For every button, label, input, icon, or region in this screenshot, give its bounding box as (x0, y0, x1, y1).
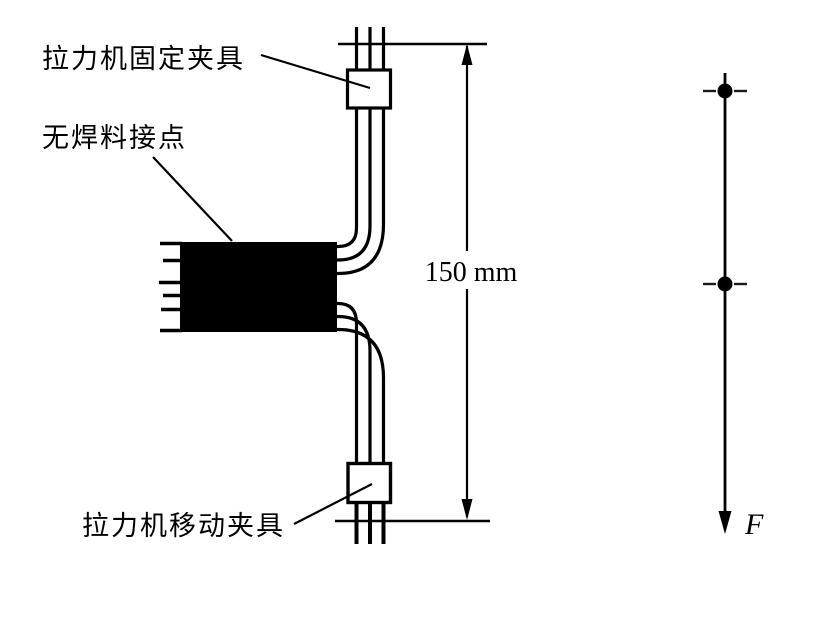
force-axis (703, 73, 747, 534)
fixed-clamp-symbol (345, 68, 393, 110)
pivot-dot-middle (717, 276, 733, 292)
force-arrow-icon (718, 511, 732, 534)
wire-upper-run (336, 27, 386, 276)
wire-line (336, 27, 359, 249)
solderless-joint-label: 无焊料接点 (42, 123, 187, 153)
gauge-length-label: 150 mm (425, 257, 518, 288)
wire-line (336, 327, 386, 466)
leader-line-fixed-clamp (260, 53, 371, 90)
wire-line (336, 301, 359, 466)
wire-line (336, 314, 372, 466)
wire-line (336, 27, 386, 276)
wire-lower-run (336, 301, 386, 466)
arrow-down-icon (461, 499, 473, 520)
moving-clamp-symbol (346, 461, 393, 505)
joint-lead-stubs (159, 241, 182, 333)
fixed-clamp-label: 拉力机固定夹具 (42, 44, 245, 74)
pivot-dot-top (717, 83, 733, 99)
moving-clamp-label: 拉力机移动夹具 (82, 511, 285, 541)
leader-line-moving-clamp (293, 483, 373, 525)
joint-body (180, 242, 337, 332)
arrow-up-icon (461, 44, 473, 65)
pivot-ticks (703, 89, 747, 286)
wire-line (336, 27, 372, 262)
solderless-joint-block (159, 241, 337, 333)
dimension-line (461, 44, 473, 520)
leader-line-solderless-joint (152, 156, 233, 242)
force-label: F (744, 508, 764, 541)
